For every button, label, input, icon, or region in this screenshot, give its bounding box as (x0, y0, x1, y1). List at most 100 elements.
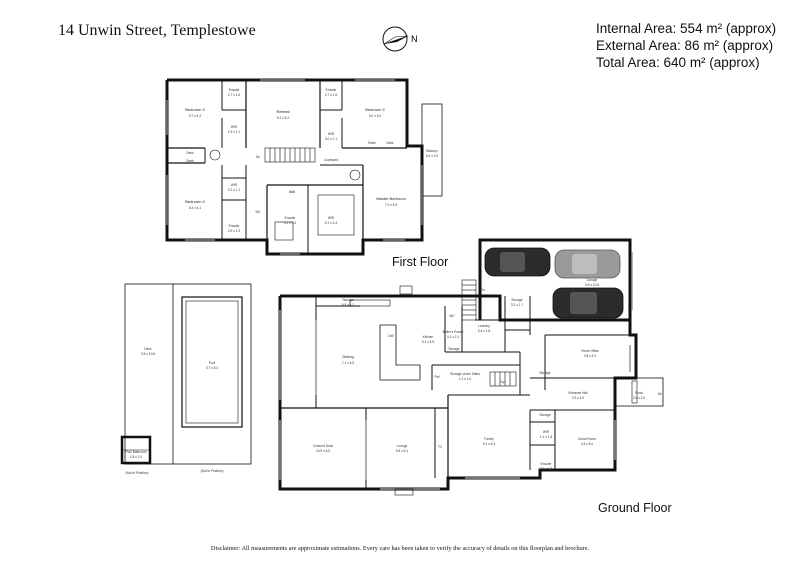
room-name: Kitchen (423, 335, 434, 339)
room-size: 5.7 x 4.2 (189, 114, 201, 118)
room-size: 3.7 x 8.4 (206, 366, 218, 370)
room-name: Deck (144, 347, 152, 351)
disclaimer: Disclaimer: All measurements are approxi… (210, 545, 590, 552)
room-name: Master Bedroom (376, 196, 406, 201)
desk-label: Desk (186, 159, 194, 163)
car-icon (552, 287, 624, 319)
room-size: 3.0 x 1.1 (325, 137, 337, 141)
desk-label: Desk (186, 151, 194, 155)
room-name: Family (484, 437, 494, 441)
room-size: 2.7 x 1.6 (325, 93, 337, 97)
storage-label: Storage (539, 371, 550, 375)
room-size: 7.0 x 4.9 (385, 203, 397, 207)
room-size: 5.4 x 1.8 (478, 329, 490, 333)
room-name: WIR (231, 183, 238, 187)
room-name: Bedroom 2 (365, 107, 385, 112)
room-size: 7.1 x 6.5 (342, 361, 354, 365)
ground-floor-labels: Garage 6.9 x 10.8 Storage 6.5 x 4.2 Stor… (125, 278, 662, 475)
outdoor-area (120, 283, 252, 465)
room-name: Ensuite (541, 462, 552, 466)
room-size: 6.5 x 4.2 (342, 303, 354, 307)
room-size: 3.8 x 5.2 (584, 354, 596, 358)
not-in-position-note: (Not In Position) (126, 471, 149, 475)
room-size: 5.1 x 3.0 (284, 221, 296, 225)
bath-label: Bath (289, 190, 296, 194)
room-size: 2.7 x 1.8 (540, 467, 552, 471)
room-name: Pool (209, 361, 216, 365)
room-name: Dining (342, 354, 353, 359)
area-summary: Internal Area: 554 m² (approx) External … (596, 20, 776, 71)
room-size: 3.2 x 1.7 (511, 303, 523, 307)
room-size: 1.1 x 1.8 (540, 435, 552, 439)
room-size: 1.2 x 1.0 (459, 377, 471, 381)
total-area: Total Area: 640 m² (approx) (596, 55, 760, 70)
room-size: 4.3 x 6.0 (581, 442, 593, 446)
stairs-down-label: Dn (481, 288, 485, 292)
room-size: 1.8 x 2.0 (130, 455, 142, 459)
room-size: 6.3 x 4.1 (189, 206, 201, 210)
room-name: Bedroom 3 (185, 107, 205, 112)
robe-label: Robe (368, 141, 376, 145)
room-size: 3.8 x 10.8 (141, 352, 155, 356)
room-size: 5.1 x 3.4 (325, 221, 337, 225)
room-name: Laundry (478, 324, 490, 328)
room-name: Garage (587, 278, 598, 282)
first-floor-title: First Floor (392, 255, 449, 269)
wc-label: WC (255, 210, 261, 214)
room-size: 6.4 x 2.0 (426, 154, 438, 158)
room-size: 2.2 x 1.1 (228, 188, 240, 192)
cupboard-label: Cupboard (324, 158, 338, 162)
first-floor-plan (165, 78, 443, 256)
desk-label: Desk (386, 141, 394, 145)
external-area: External Area: 86 m² (approx) (596, 38, 774, 53)
stairs-down-label: Dn (256, 155, 260, 159)
room-name: Lounge (397, 444, 408, 448)
room-name: WIR (328, 132, 335, 136)
room-size: 2.9 x 4.0 (572, 396, 584, 400)
ground-floor-plan (278, 238, 664, 496)
room-name: Home Office (581, 349, 599, 353)
room-size: 5.0 x 3.0 (369, 114, 381, 118)
room-size: 6.9 x 10.8 (585, 283, 599, 287)
room-name: WIR (328, 216, 335, 220)
room-name: Butler's Pantry (443, 330, 464, 334)
compass-north-label: N (411, 34, 418, 44)
wc-label: WC (449, 314, 455, 318)
room-name: Ensuite (326, 88, 337, 92)
first-floor-labels: Bedroom 3 5.7 x 4.2 Ensuite 2.7 x 1.6 Re… (185, 88, 438, 233)
room-name: Storage (342, 298, 353, 302)
room-size: 5.1 x 6.4 (483, 442, 495, 446)
room-name: WIR (231, 125, 238, 129)
car-icon (484, 247, 551, 277)
room-name: Covered Deck (313, 444, 334, 448)
property-address: 14 Unwin Street, Templestowe (58, 22, 256, 39)
room-size: 10.9 x 6.5 (316, 449, 330, 453)
room-name: Storage Under Stairs (450, 372, 480, 376)
storage-label: Storage (539, 413, 550, 417)
ground-floor-title: Ground Floor (598, 501, 672, 515)
room-size: 1.9 x 1.1 (228, 130, 240, 134)
storage-label: Storage (448, 347, 459, 351)
room-name: Entrance Hall (568, 391, 587, 395)
ref-label: Ref (435, 375, 440, 379)
room-size: 2.9 x 1.3 (228, 229, 240, 233)
room-size: 5.8 x 6.1 (396, 449, 408, 453)
room-size: 5.2 x 5.2 (277, 116, 289, 120)
room-size: 2.6 x 3.0 (633, 396, 645, 400)
room-name: Pool Bathroom (125, 450, 146, 454)
room-name: Balcony (426, 149, 438, 153)
tv-label: TV (438, 445, 443, 449)
stairs-down-label: Dn (658, 392, 662, 396)
room-size: 4.1 x 2.1 (447, 335, 459, 339)
room-size: 6.1 x 4.9 (422, 340, 434, 344)
room-name: Ensuite (229, 224, 240, 228)
room-name: Ensuite (285, 216, 296, 220)
compass-icon: N (382, 26, 418, 52)
stairs-up-label: Up (501, 380, 505, 384)
room-name: Porch (635, 391, 644, 395)
room-name: Guest Room (578, 437, 596, 441)
not-in-position-note: (Not In Position) (201, 469, 224, 473)
room-name: Storage (511, 298, 522, 302)
dishwasher-label: DW (388, 334, 393, 338)
